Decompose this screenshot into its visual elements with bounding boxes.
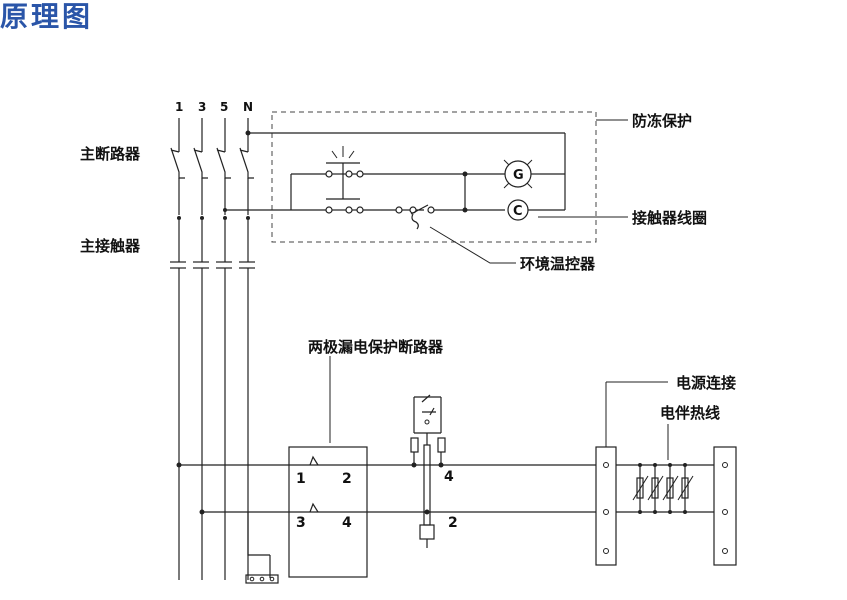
main-contactor-label: 主接触器 xyxy=(80,237,141,255)
contact-pin-4: 4 xyxy=(444,469,454,485)
coil-c-symbol: C xyxy=(513,204,523,219)
main-breaker-label: 主断路器 xyxy=(80,145,141,163)
rcbo-symbol xyxy=(288,446,368,578)
ground-terminal xyxy=(245,512,279,584)
main-supply-lines xyxy=(178,118,249,152)
env-thermostat-label: 环境温控器 xyxy=(520,255,596,273)
rcbo-pin-3: 3 xyxy=(296,515,306,531)
main-breaker-symbol xyxy=(170,147,254,220)
power-connection-block xyxy=(595,381,668,566)
terminal-5-label: 5 xyxy=(220,100,228,114)
rcbo-pin-4: 4 xyxy=(342,515,352,531)
freeze-protection-circuit: G C xyxy=(223,111,628,264)
rcbo-label: 两极漏电保护断路器 xyxy=(308,338,444,356)
terminal-3-label: 3 xyxy=(198,100,206,114)
power-connection-label: 电源连接 xyxy=(676,374,736,392)
lamp-g-symbol: G xyxy=(513,168,524,183)
terminal-1-label: 1 xyxy=(175,100,183,114)
heating-cable-symbol xyxy=(632,424,694,514)
rcbo-pin-1: 1 xyxy=(296,471,306,487)
page-title: 原理图 xyxy=(0,0,94,33)
contactor-coil-label: 接触器线圈 xyxy=(632,209,707,227)
end-terminal-block xyxy=(713,446,737,566)
freeze-protection-label: 防冻保护 xyxy=(632,112,692,130)
rcbo-pin-2: 2 xyxy=(342,471,352,487)
terminal-n-label: N xyxy=(243,100,253,114)
power-lines xyxy=(176,462,714,515)
heating-cable-label: 电伴热线 xyxy=(660,404,720,422)
contact-pin-2: 2 xyxy=(448,515,458,531)
auxiliary-contact-symbol xyxy=(410,394,446,548)
main-contactor-symbol xyxy=(170,220,255,580)
